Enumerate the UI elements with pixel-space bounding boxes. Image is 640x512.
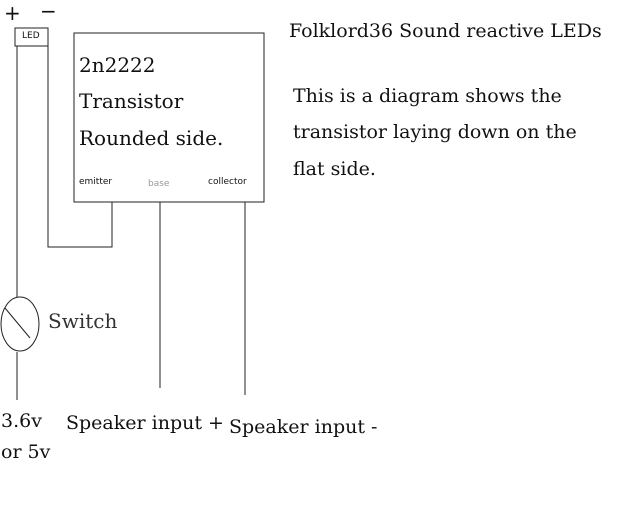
switch-label: Switch bbox=[48, 309, 118, 333]
transistor-body bbox=[73, 32, 265, 203]
speaker-plus-label: Speaker input + bbox=[66, 412, 224, 434]
switch-circle bbox=[0, 296, 40, 352]
voltage-line-1: 3.6v bbox=[1, 410, 42, 432]
led-box bbox=[14, 27, 49, 47]
pin-base-label: base bbox=[148, 179, 170, 189]
speaker-minus-label: Speaker input - bbox=[229, 416, 378, 438]
switch-lever bbox=[4, 307, 31, 339]
battery-plus-symbol: + bbox=[4, 1, 21, 25]
pin-collector-label: collector bbox=[208, 177, 247, 187]
description-line-1: This is a diagram shows the bbox=[293, 85, 562, 107]
transistor-type: Transistor bbox=[79, 89, 184, 113]
pin-emitter-label: emitter bbox=[79, 177, 113, 187]
description-line-3: flat side. bbox=[293, 158, 376, 180]
voltage-line-2: or 5v bbox=[1, 441, 51, 463]
wire-led-to-emitter bbox=[47, 46, 113, 248]
transistor-model: 2n2222 bbox=[79, 53, 156, 77]
led-label: LED bbox=[22, 31, 40, 41]
description-line-2: transistor laying down on the bbox=[293, 121, 577, 143]
battery-minus-symbol: − bbox=[40, 0, 57, 23]
transistor-side: Rounded side. bbox=[79, 126, 224, 150]
diagram-title: Folklord36 Sound reactive LEDs bbox=[289, 20, 602, 42]
